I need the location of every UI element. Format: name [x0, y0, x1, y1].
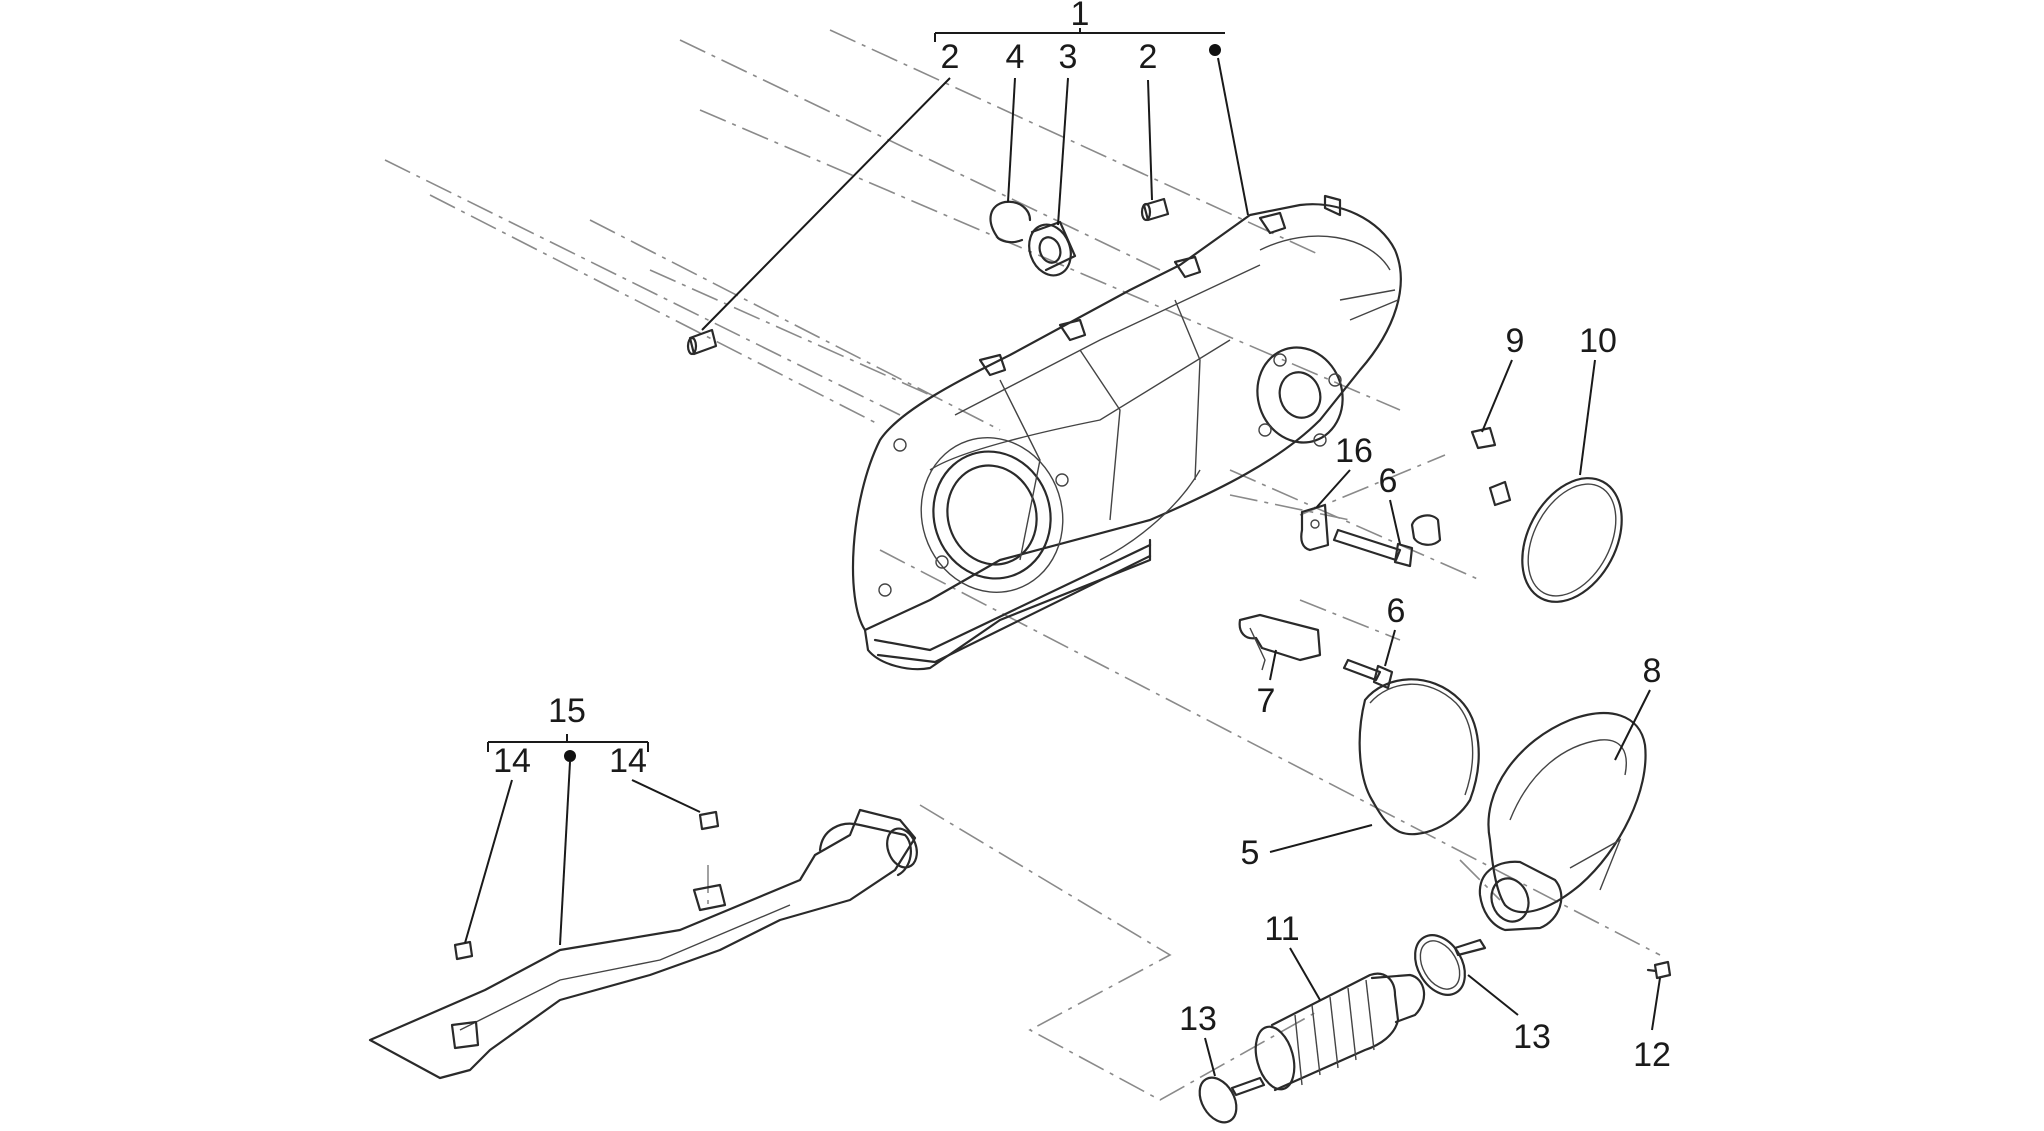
callout-labels: 1 2 4 3 2 9 10 16 6 6 7 8 5 15 14 14 11 …: [493, 0, 1671, 1074]
callout-13-left: 13: [1179, 1000, 1217, 1038]
dowel-pin-left: [686, 328, 718, 356]
callout-9: 9: [1506, 322, 1525, 360]
transmission-cover: [851, 194, 1402, 671]
intake-duct-15: [368, 808, 918, 1080]
circlip: [989, 200, 1032, 244]
nut-14-right: [698, 810, 720, 831]
group-bracket-1: [934, 28, 1225, 56]
bolt-6-lower: [1342, 658, 1394, 690]
callout-15: 15: [548, 692, 586, 730]
callout-14-right: 14: [609, 742, 647, 780]
bracket-16: [1300, 503, 1330, 552]
dowel-pin-right: [1140, 197, 1170, 222]
callout-6-lower: 6: [1387, 592, 1406, 630]
callout-3: 3: [1059, 38, 1078, 76]
group-bracket-15: [487, 734, 649, 762]
group-member-dot: [1209, 44, 1221, 56]
callout-11: 11: [1264, 910, 1299, 948]
callout-2-right: 2: [1139, 38, 1158, 76]
air-intake-cover-8: [1478, 712, 1647, 932]
gasket-5: [1358, 678, 1480, 836]
callout-7: 7: [1257, 682, 1276, 720]
washer-9: [1470, 426, 1512, 507]
clamp-7: [1238, 613, 1322, 671]
alignment-lines: [384, 29, 1661, 1101]
callout-2-left: 2: [941, 38, 960, 76]
bellows-11: [1254, 972, 1426, 1092]
screw-12: [1646, 960, 1672, 980]
clamp-13-right: [1414, 934, 1487, 996]
callout-14-left: 14: [493, 742, 531, 780]
callout-6-upper: 6: [1379, 462, 1398, 500]
callout-1: 1: [1071, 0, 1090, 33]
nut-14-left: [453, 940, 474, 961]
leader-lines: [464, 57, 1661, 1077]
callout-12: 12: [1633, 1036, 1671, 1074]
bearing: [1028, 220, 1077, 277]
cover-plate-10: [1521, 477, 1623, 603]
callout-5: 5: [1241, 834, 1260, 872]
grommet: [1410, 514, 1442, 546]
clamp-13-left: [1198, 1076, 1266, 1124]
callout-8: 8: [1643, 652, 1662, 690]
callout-16: 16: [1335, 432, 1373, 470]
callout-10: 10: [1579, 322, 1617, 360]
callout-13-right: 13: [1513, 1018, 1551, 1056]
bolt-6-upper: [1332, 528, 1414, 568]
group-member-dot: [564, 750, 576, 762]
callout-4: 4: [1006, 38, 1025, 76]
